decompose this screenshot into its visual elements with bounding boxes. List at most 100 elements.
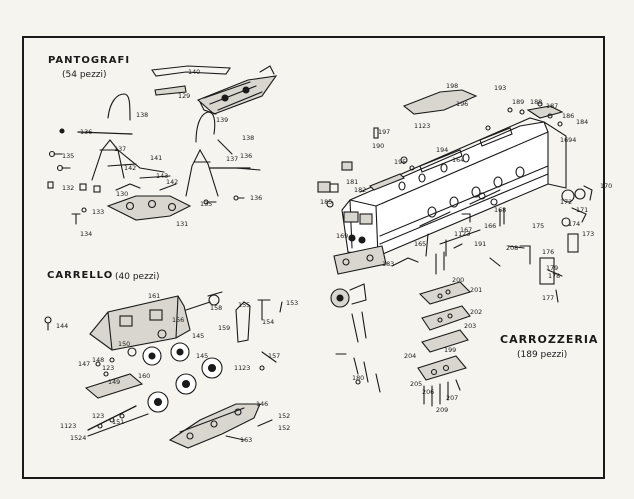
part-number-label: 190 xyxy=(372,142,384,150)
part-number-label: 143 xyxy=(156,172,168,180)
part-number-label: 207 xyxy=(446,394,458,402)
part-number-label: 160 xyxy=(138,372,150,380)
part-number-label: 173 xyxy=(582,230,594,238)
part-number-label: 142 xyxy=(166,178,178,186)
part-number-label: 164 xyxy=(452,156,464,164)
body-group xyxy=(317,89,593,407)
part-number-label: 177 xyxy=(542,294,554,302)
part-number-label: 166 xyxy=(484,222,496,230)
carrello-count: (40 pezzi) xyxy=(115,272,160,282)
body-small-parts xyxy=(317,101,593,303)
part-number-label: 176 xyxy=(542,248,554,256)
part-number-label: 149 xyxy=(108,378,120,386)
part-number-label: 174 xyxy=(568,220,580,228)
part-number-label: 156 xyxy=(172,316,184,324)
part-number-label: 179 xyxy=(546,264,558,272)
pantograph-arm-part xyxy=(91,139,125,181)
part-number-label: 151 xyxy=(112,418,124,426)
body-bogie-part xyxy=(333,245,419,275)
part-number-label: 131 xyxy=(176,220,188,228)
part-number-label: 1123 xyxy=(414,122,430,130)
part-number-label: 171 xyxy=(576,206,588,214)
part-number-label: 205 xyxy=(410,380,422,388)
part-number-label: 195 xyxy=(394,158,406,166)
part-number-label: 182 xyxy=(354,186,366,194)
part-number-label: 140 xyxy=(188,68,200,76)
body-cab-end-part xyxy=(543,121,567,189)
part-number-label: 142 xyxy=(124,164,136,172)
part-number-label: 134 xyxy=(80,230,92,238)
part-number-label: 138 xyxy=(242,134,254,142)
carrozzeria-count: (189 pezzi) xyxy=(517,350,568,360)
part-number-label: 175 xyxy=(532,222,544,230)
part-number-label: 170 xyxy=(600,182,612,190)
part-number-label: 1123 xyxy=(454,230,470,238)
part-number-label: 197 xyxy=(378,128,390,136)
pantograph-arc-part xyxy=(195,111,216,143)
part-number-label: 1694 xyxy=(560,136,576,144)
part-number-label: 191 xyxy=(474,240,486,248)
part-number-label: 200 xyxy=(452,276,464,284)
pantograph-group xyxy=(47,65,278,225)
part-number-label: 152 xyxy=(278,424,290,432)
bogie-group xyxy=(44,291,283,449)
part-number-label: 165 xyxy=(414,240,426,248)
part-number-label: 187 xyxy=(546,102,558,110)
bogie-plate-part xyxy=(84,373,144,399)
part-number-label: 137 xyxy=(114,145,126,153)
part-number-label: 152 xyxy=(278,412,290,420)
diagram-frame xyxy=(22,36,605,479)
part-number-label: 155 xyxy=(238,301,250,309)
part-number-label: 194 xyxy=(436,146,448,154)
pantografi-count: (54 pezzi) xyxy=(62,70,107,80)
part-number-label: 196 xyxy=(456,100,468,108)
part-number-label: 145 xyxy=(196,352,208,360)
part-number-label: 178 xyxy=(548,272,560,280)
part-number-label: 148 xyxy=(92,356,104,364)
part-number-label: 172 xyxy=(560,198,572,206)
part-number-label: 139 xyxy=(216,116,228,124)
bogie-bracket-part xyxy=(235,301,251,343)
part-number-label: 129 xyxy=(178,92,190,100)
part-number-label: 209 xyxy=(436,406,448,414)
bogie-wheels-part xyxy=(127,329,223,413)
base-plates-part xyxy=(417,251,472,407)
roof-cover-part xyxy=(402,89,478,115)
part-number-label: 123 xyxy=(102,364,114,372)
part-number-label: 161 xyxy=(148,292,160,300)
pantografi-title: PANTOGRAFI xyxy=(48,55,131,66)
pantograph-rod-part xyxy=(77,131,133,135)
part-number-label: 135 xyxy=(200,200,212,208)
part-number-label: 153 xyxy=(286,299,298,307)
part-number-label: 185 xyxy=(320,198,332,206)
part-number-label: 1524 xyxy=(70,434,86,442)
part-number-label: 133 xyxy=(92,208,104,216)
part-number-label: 135 xyxy=(62,152,74,160)
part-number-label: 199 xyxy=(444,346,456,354)
part-number-label: 180 xyxy=(352,374,364,382)
part-number-label: 181 xyxy=(346,178,358,186)
part-number-label: 136 xyxy=(250,194,262,202)
part-number-labels: 140 129 138 139 136 137 141 135 142 143 … xyxy=(56,68,612,444)
part-number-label: 137 xyxy=(226,155,238,163)
part-number-label: 147 xyxy=(78,360,90,368)
part-number-label: 1123 xyxy=(234,364,250,372)
locomotive-body-part xyxy=(341,117,549,257)
carrozzeria-title: CARROZZERIA xyxy=(500,333,599,346)
part-number-label: 146 xyxy=(256,400,268,408)
part-number-label: 183 xyxy=(382,260,394,268)
part-number-label: 208 xyxy=(506,244,518,252)
part-number-label: 138 xyxy=(136,111,148,119)
part-number-label: 202 xyxy=(470,308,482,316)
pantograph-arc-part xyxy=(107,93,131,121)
part-number-label: 189 xyxy=(512,98,524,106)
part-number-label: 150 xyxy=(118,340,130,348)
part-number-label: 186 xyxy=(562,112,574,120)
bogie-rod-part xyxy=(185,301,211,311)
part-number-label: 123 xyxy=(92,412,104,420)
part-number-label: 184 xyxy=(576,118,588,126)
part-number-label: 145 xyxy=(192,332,204,340)
pantograph-contact-part xyxy=(154,85,187,96)
